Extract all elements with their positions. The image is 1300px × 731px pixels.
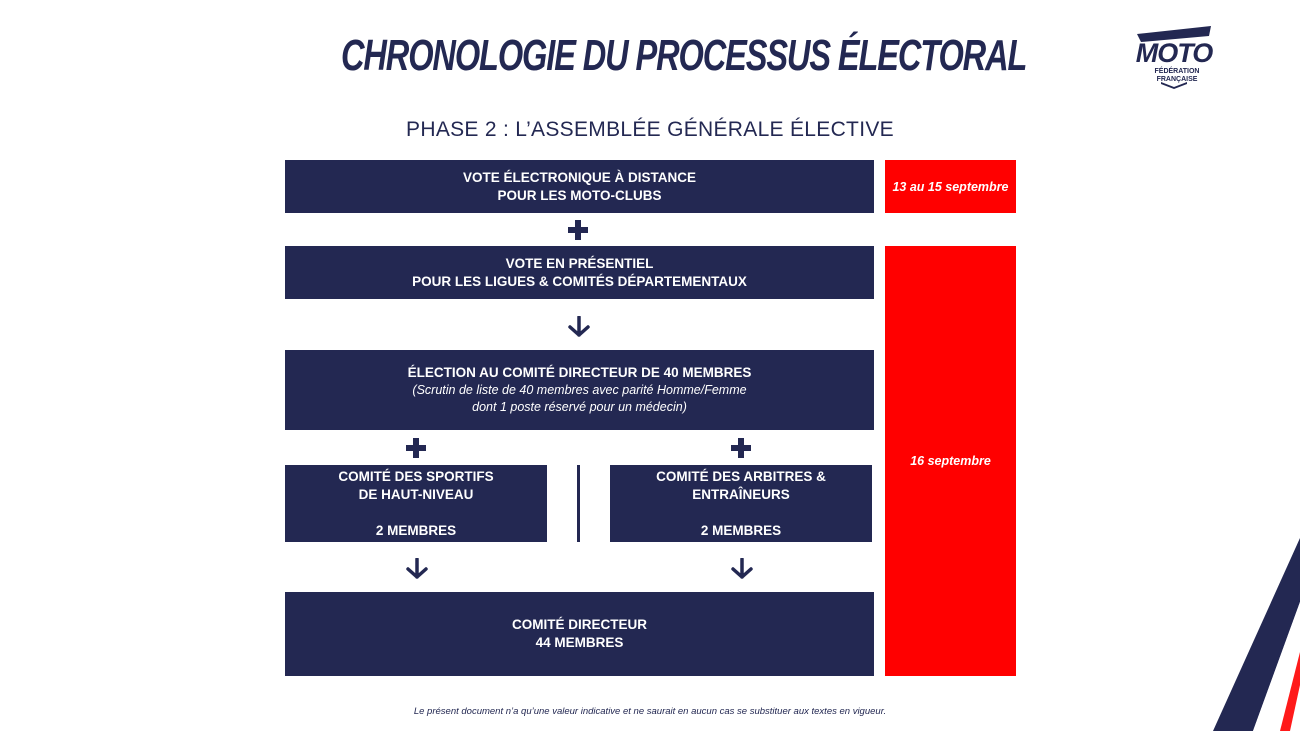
election-detail-2: dont 1 poste réservé pour un médecin) xyxy=(472,400,687,414)
arrow-down-icon xyxy=(406,558,428,579)
vote-distance-line1: VOTE ÉLECTRONIQUE À DISTANCE xyxy=(462,169,696,185)
logo-line2: FRANÇAISE xyxy=(1157,76,1198,83)
sportifs-members: 2 MEMBRES xyxy=(375,522,457,538)
column-divider xyxy=(577,465,580,542)
disclaimer-footnote: Le présent document n’a qu’une valeur in… xyxy=(413,706,887,717)
sportifs-box: COMITÉ DES SPORTIFS DE HAUT-NIVEAU 2 MEM… xyxy=(285,465,547,542)
date-second: 16 septembre xyxy=(910,454,991,468)
vote-distance-line2: POUR LES MOTO-CLUBS xyxy=(497,187,662,203)
arbitres-box: COMITÉ DES ARBITRES & ENTRAÎNEURS 2 MEMB… xyxy=(610,465,872,542)
vote-presentiel-line2: POUR LES LIGUES & COMITÉS DÉPARTEMENTAUX xyxy=(412,273,747,289)
date-box-first: 13 au 15 septembre xyxy=(885,160,1016,213)
vote-presentiel-box: VOTE EN PRÉSENTIEL POUR LES LIGUES & COM… xyxy=(285,246,874,299)
logo-word: MOTO xyxy=(1136,38,1213,68)
vote-distance-box: VOTE ÉLECTRONIQUE À DISTANCE POUR LES MO… xyxy=(285,160,874,213)
plus-icon xyxy=(731,438,751,458)
election-box: ÉLECTION AU COMITÉ DIRECTEUR DE 40 MEMBR… xyxy=(285,350,874,430)
election-title: ÉLECTION AU COMITÉ DIRECTEUR DE 40 MEMBR… xyxy=(407,365,752,380)
arbitres-line1: COMITÉ DES ARBITRES & xyxy=(656,468,826,484)
arbitres-line2: ENTRAÎNEURS xyxy=(692,486,790,502)
date-box-second: 16 septembre xyxy=(885,246,1016,676)
date-first: 13 au 15 septembre xyxy=(892,179,1009,194)
plus-icon xyxy=(406,438,426,458)
arbitres-members: 2 MEMBRES xyxy=(700,522,782,538)
comite-directeur-box: COMITÉ DIRECTEUR 44 MEMBRES xyxy=(285,592,874,676)
ffm-logo: MOTO FÉDÉRATION FRANÇAISE xyxy=(1136,26,1214,89)
comite-directeur-line2: 44 MEMBRES xyxy=(535,635,624,650)
page-title: CHRONOLOGIE DU PROCESSUS ÉLECTORAL xyxy=(341,31,1027,80)
arrow-down-icon xyxy=(568,316,590,337)
sportifs-line1: COMITÉ DES SPORTIFS xyxy=(338,468,494,484)
sportifs-line2: DE HAUT-NIVEAU xyxy=(358,486,474,502)
arrow-down-icon xyxy=(731,558,753,579)
plus-icon xyxy=(568,220,588,240)
phase-subtitle: PHASE 2 : L’ASSEMBLÉE GÉNÉRALE ÉLECTIVE xyxy=(406,118,894,141)
election-detail-1: (Scrutin de liste de 40 membres avec par… xyxy=(412,383,747,397)
logo-line1: FÉDÉRATION xyxy=(1155,66,1200,75)
comite-directeur-line1: COMITÉ DIRECTEUR xyxy=(512,617,647,632)
vote-presentiel-line1: VOTE EN PRÉSENTIEL xyxy=(505,255,654,271)
decorative-stripes xyxy=(1213,538,1300,731)
